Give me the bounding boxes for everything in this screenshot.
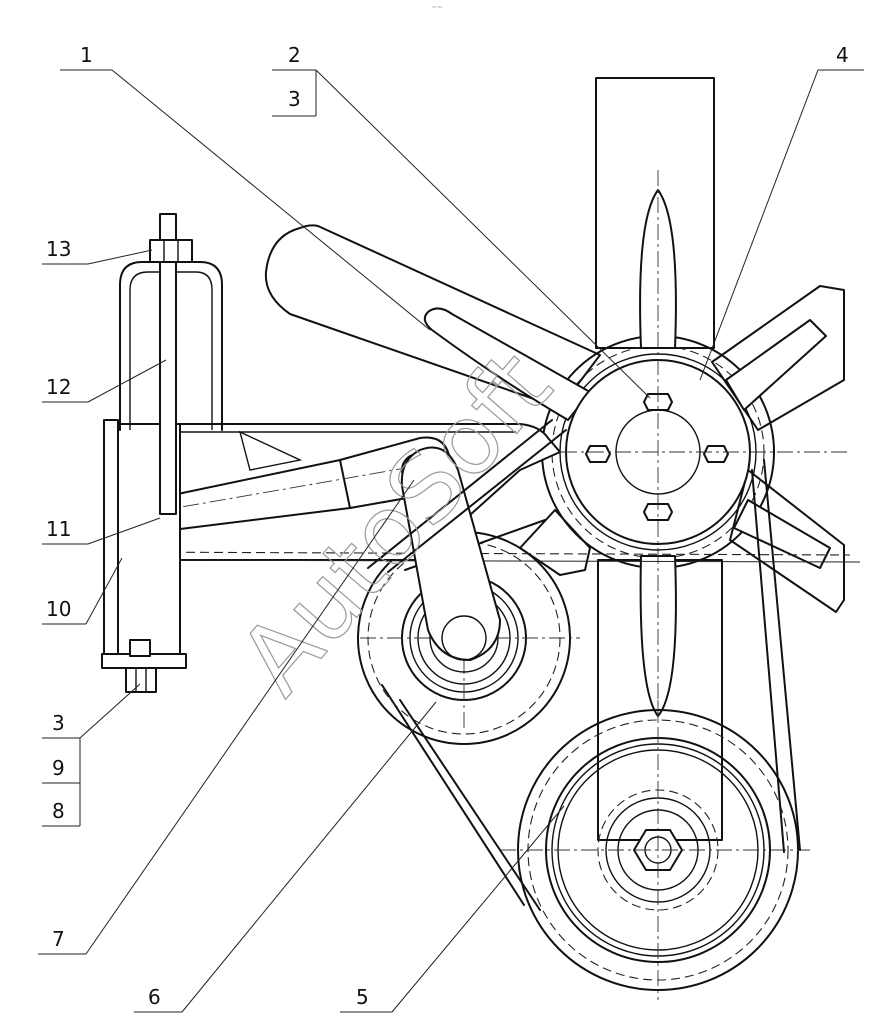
callout-11-leader — [87, 517, 161, 545]
belt-lower-left-inner — [399, 699, 541, 911]
callouts: 1 2 3 4 13 12 11 10 3 9 — [38, 43, 864, 1013]
callout-5-label: 5 — [356, 985, 369, 1009]
crank-pulley-assembly — [500, 700, 810, 1000]
bottom-bolt-shank — [129, 639, 151, 657]
callout-1-label: 1 — [80, 43, 93, 67]
hub-bolt-bottom — [643, 503, 673, 521]
callout-10-label: 10 — [46, 597, 71, 621]
hub-bolt-left — [585, 445, 611, 463]
callout-10-leader — [85, 557, 123, 625]
callout-3b-leader — [79, 683, 141, 739]
callout-13-leader — [87, 249, 153, 265]
callout-4-leader — [699, 69, 819, 381]
callout-8-label: 8 — [52, 799, 65, 823]
tension-lever — [400, 446, 501, 661]
bracket-and-arm — [115, 419, 861, 661]
bottom-bolt-head — [125, 667, 157, 693]
bracket-hidden-line — [115, 551, 851, 556]
spider-arm-right-up — [725, 319, 827, 411]
callout-7-leader — [85, 479, 415, 955]
brace-bar-2 — [387, 429, 567, 573]
callout-11-label: 11 — [46, 517, 71, 541]
bracket-bottom-line — [115, 559, 861, 563]
callout-4-label: 4 — [836, 43, 849, 67]
belt-lower-left-outer — [381, 684, 525, 906]
top-mark: ᵐᵇ ᵃᵃᵃ — [432, 5, 443, 10]
callout-1-leader — [111, 69, 431, 331]
fan-blade-lower-left — [519, 509, 591, 576]
bracket-rib — [238, 430, 303, 471]
spider-arm-left — [423, 307, 591, 421]
callout-6-label: 6 — [148, 985, 161, 1009]
hub-bolt-right — [703, 445, 729, 463]
adjusting-stud — [159, 213, 177, 515]
arm-centerline — [129, 461, 441, 517]
callout-13-label: 13 — [46, 237, 71, 261]
stud-nut-top — [149, 239, 193, 263]
belt-right-outer — [763, 459, 801, 851]
callout-12-leader — [87, 359, 167, 403]
callout-5-leader — [391, 805, 565, 1013]
callout-7-label: 7 — [52, 927, 65, 951]
callout-3a-label: 3 — [288, 87, 301, 111]
belt-right-inner — [751, 469, 785, 853]
callout-6-leader — [181, 701, 437, 1013]
spider-arm-right-down — [733, 499, 831, 569]
callout-2-label: 2 — [288, 43, 301, 67]
callout-9-label: 9 — [52, 756, 65, 780]
callout-3b-label: 3 — [52, 711, 65, 735]
mount-plate — [103, 419, 119, 657]
brace-bar-1 — [367, 419, 553, 569]
callout-2-leader — [315, 69, 651, 399]
callout-12-label: 12 — [46, 375, 71, 399]
lever-pulley-boss — [441, 615, 487, 661]
left-mount — [101, 213, 223, 693]
